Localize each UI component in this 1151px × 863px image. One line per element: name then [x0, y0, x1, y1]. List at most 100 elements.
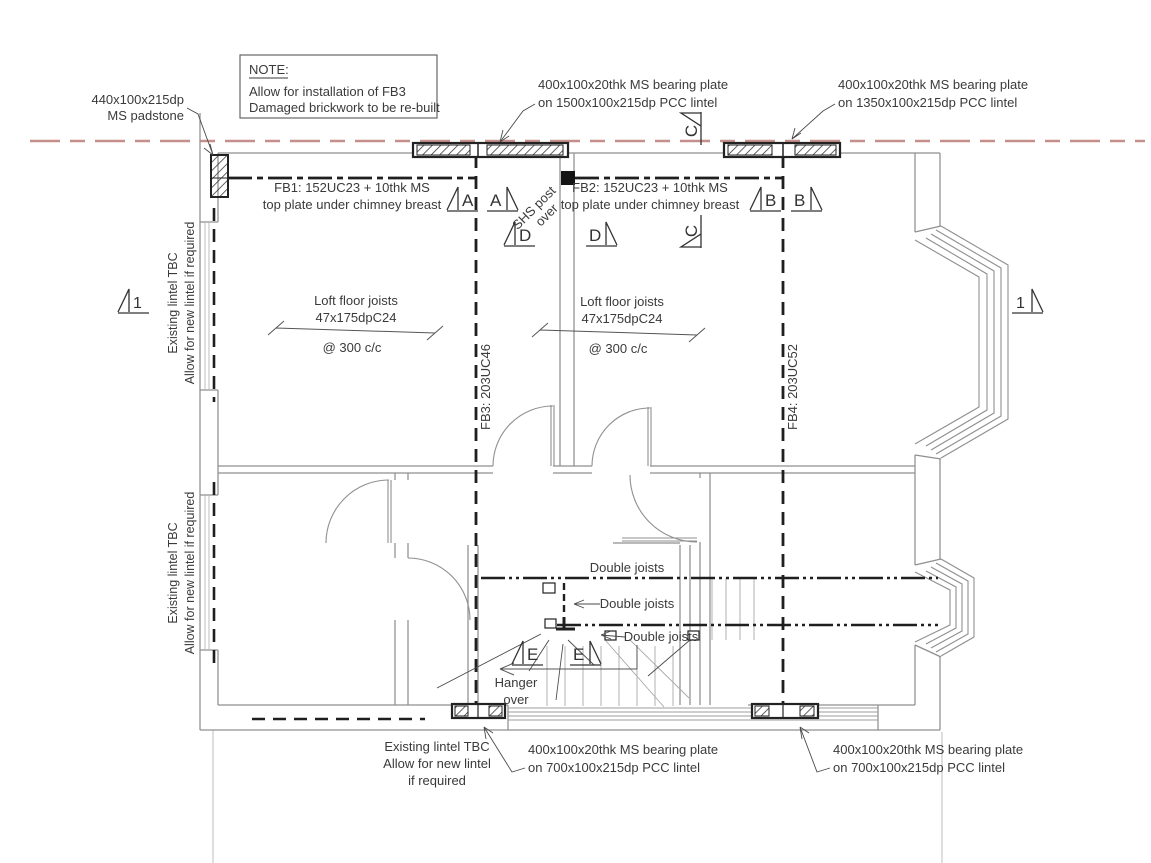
loft-joists-label-right: Loft floor joists [580, 294, 664, 309]
bottom-lintel-label: if required [408, 773, 466, 788]
offpage-lines [212, 730, 943, 863]
leader-double-joists-2 [573, 599, 600, 609]
doors [325, 405, 698, 621]
stair-winders [605, 638, 690, 708]
plate-bottom-left-label: on 700x100x215dp PCC lintel [528, 760, 700, 775]
shs-post [561, 171, 575, 185]
section-markers [117, 112, 1044, 666]
section-flag-1-left [117, 288, 149, 314]
leader-plate-top-center [499, 103, 536, 143]
section-letter-b: B [765, 191, 776, 210]
section-letter-d: D [519, 226, 531, 245]
loft-joists-spacing-left: @ 300 c/c [323, 340, 382, 355]
section-flag-1-right [1012, 288, 1044, 314]
padstone-label: MS padstone [107, 108, 184, 123]
hanger-over-label: Hanger [495, 675, 538, 690]
left-lintel-label-upper: Allow for new lintel if required [183, 222, 197, 385]
bearing-plate-top-center [411, 141, 570, 159]
joist-arrow-left [267, 320, 444, 341]
left-lintel-label-lower: Existing lintel TBC [166, 522, 180, 623]
bay-window-bottom-right [914, 558, 975, 657]
fb2-label: top plate under chimney breast [561, 197, 740, 212]
loft-joists-label-right: 47x175dpC24 [582, 311, 663, 326]
hanger-over-label: over [503, 692, 529, 707]
double-joist-lines [481, 576, 938, 631]
left-windows-glazing [204, 222, 210, 650]
door-arc-bottom-left-room [325, 479, 390, 544]
bay-window-top-right [914, 225, 1009, 459]
section-flag-d-right [586, 221, 618, 247]
section-letter-e: E [573, 645, 584, 664]
double-joists-label-1: Double joists [590, 560, 665, 575]
existing-lintel-lines [212, 208, 425, 721]
left-lintel-label-lower: Allow for new lintel if required [183, 492, 197, 655]
plate-bottom-left-label: 400x100x20thk MS bearing plate [528, 742, 718, 757]
steel-beams [228, 155, 785, 703]
section-number-1: 1 [1016, 295, 1025, 312]
bearing-plate-top-right [722, 141, 842, 159]
porch-threshold-lines [508, 707, 878, 721]
section-letter-a: A [462, 191, 474, 210]
section-number-1: 1 [133, 295, 142, 312]
section-flag-a-left [446, 186, 478, 212]
section-flag-b-right [791, 186, 823, 212]
stair-direction-arrow [499, 645, 638, 676]
note-title: NOTE: [249, 62, 289, 77]
section-letter-e: E [527, 645, 538, 664]
fb3-label: FB3: 203UC46 [478, 344, 493, 430]
wall-partition [559, 153, 575, 466]
loft-joists-spacing-right: @ 300 c/c [589, 341, 648, 356]
section-letter-b: B [794, 191, 805, 210]
padstone-left [210, 154, 229, 198]
section-flag-d-left [503, 221, 535, 247]
door-arc-front-room [492, 405, 554, 467]
section-letter-d: D [589, 226, 601, 245]
section-flag-c-top [678, 112, 702, 145]
leader-plate-bottom-right [799, 726, 831, 773]
hanger-symbol [556, 617, 575, 631]
plate-bottom-right-label: on 700x100x215dp PCC lintel [833, 760, 1005, 775]
note-line: Allow for installation of FB3 [249, 84, 406, 99]
walls [199, 113, 942, 731]
leader-plate-top-right [791, 103, 836, 140]
section-flag-e-left [511, 640, 543, 666]
leader-plate-bottom-left [483, 726, 526, 773]
padstone-label: 440x100x215dp [91, 92, 184, 107]
plate-top-right-label: on 1350x100x215dp PCC lintel [838, 95, 1017, 110]
leader-double-joists-3 [600, 630, 626, 640]
bearing-plate-bottom-left [450, 702, 507, 720]
note-line: Damaged brickwork to be re-built [249, 100, 440, 115]
fb2-label: FB2: 152UC23 + 10thk MS [572, 180, 728, 195]
bottom-lintel-label: Existing lintel TBC [384, 739, 489, 754]
fb1-label: FB1: 152UC23 + 10thk MS [274, 180, 430, 195]
door-arc-bottom-right-room [629, 474, 698, 543]
stairs [546, 578, 755, 708]
section-flag-c-bottom [678, 215, 702, 248]
door-arc-hall [407, 557, 471, 621]
leader-padstone [186, 107, 214, 156]
fb4-label: FB4: 203UC52 [785, 344, 800, 430]
door-arc-rear-room [591, 407, 651, 467]
bottom-lintel-label: Allow for new lintel [383, 756, 491, 771]
section-letter-c: C [682, 125, 701, 137]
loft-joists-label-left: 47x175dpC24 [316, 310, 397, 325]
section-flag-a-right [487, 186, 519, 212]
plate-top-center-label: on 1500x100x215dp PCC lintel [538, 95, 717, 110]
double-joists-label-3: Double joists [624, 629, 699, 644]
joist-span-arrows [267, 320, 706, 343]
left-lintel-label-upper: Existing lintel TBC [166, 252, 180, 353]
section-letter-c: C [682, 225, 701, 237]
plate-top-center-label: 400x100x20thk MS bearing plate [538, 77, 728, 92]
note-box: NOTE: Allow for installation of FB3 Dama… [239, 54, 440, 119]
bearing-plate-bottom-right [750, 702, 820, 720]
joist-arrow-right [531, 322, 706, 343]
plate-bottom-right-label: 400x100x20thk MS bearing plate [833, 742, 1023, 757]
section-letter-a: A [490, 191, 502, 210]
section-flag-e-right [570, 640, 602, 666]
loft-joists-label-left: Loft floor joists [314, 293, 398, 308]
fb1-label: top plate under chimney breast [263, 197, 442, 212]
double-joists-label-2: Double joists [600, 596, 675, 611]
section-flag-b-left [749, 186, 781, 212]
